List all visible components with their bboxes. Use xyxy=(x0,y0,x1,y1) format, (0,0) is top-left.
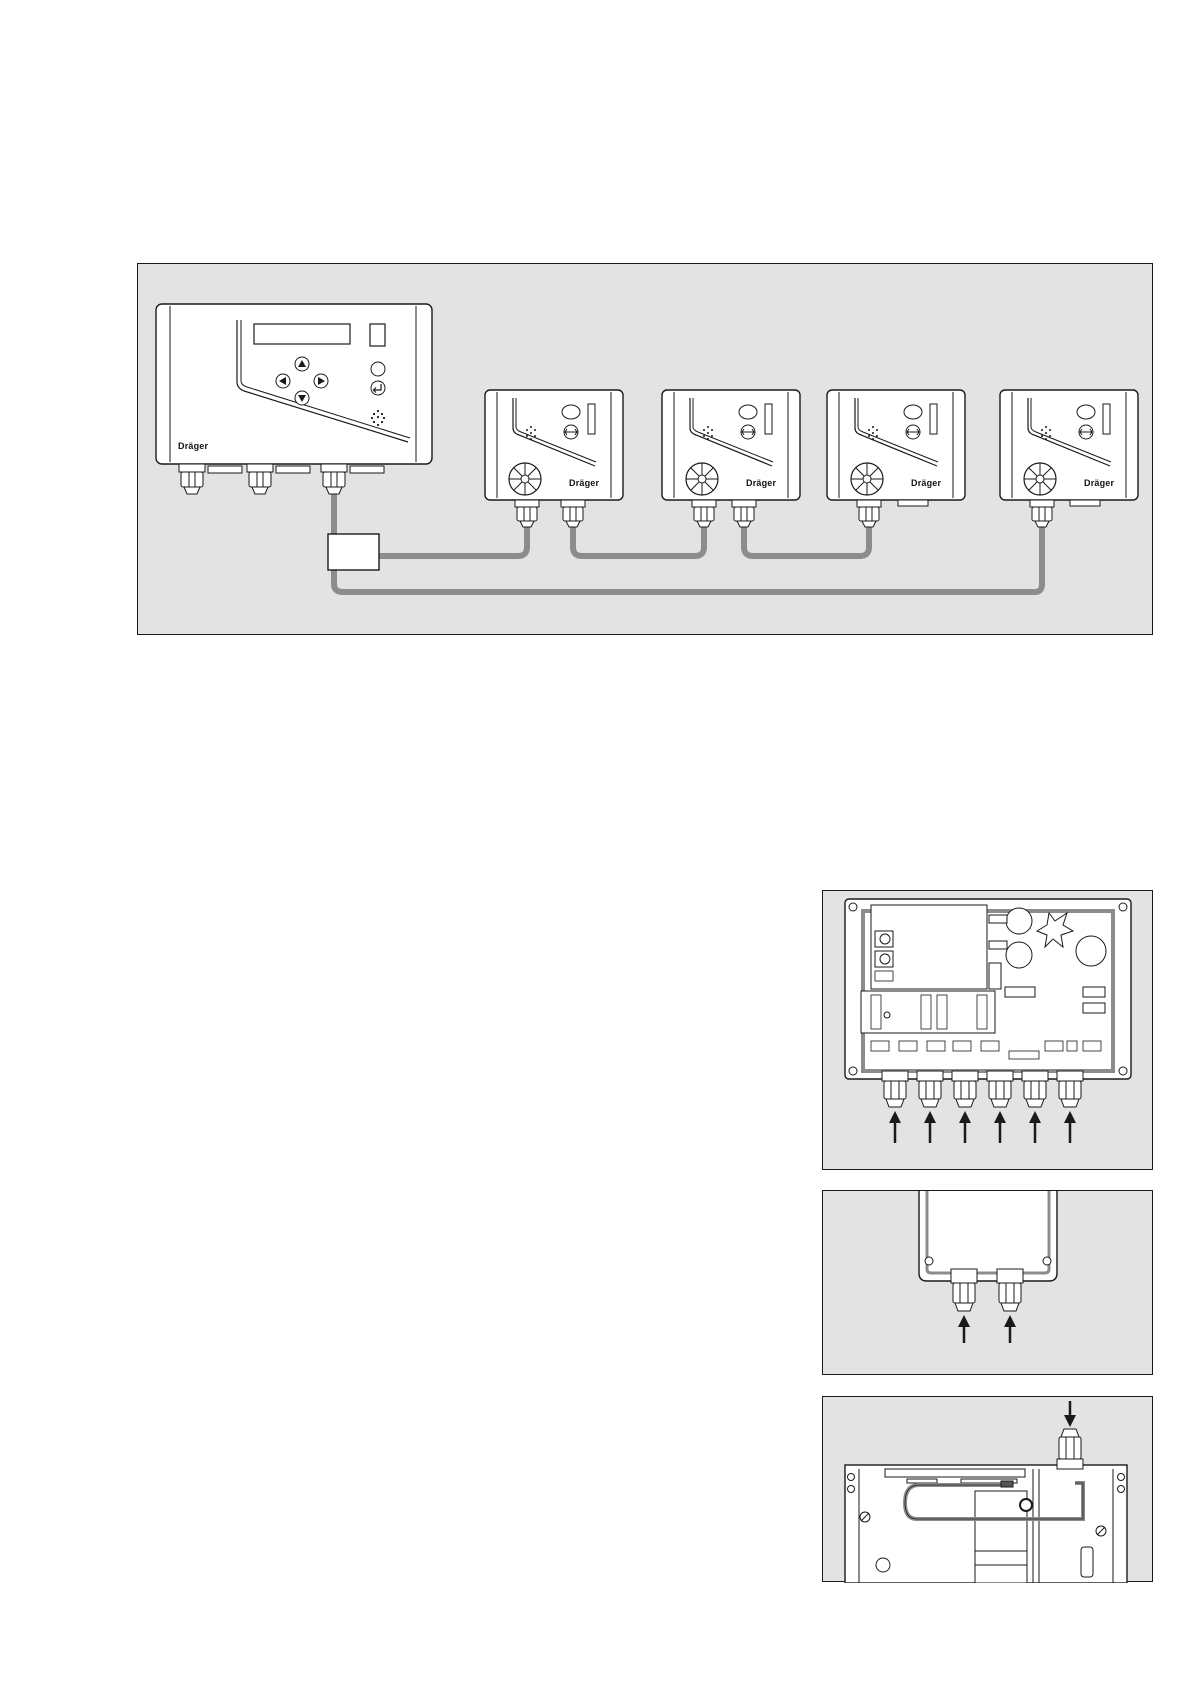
controller-board-figure xyxy=(822,890,1153,1170)
status-led xyxy=(370,324,385,346)
enter-key-icon xyxy=(371,381,385,395)
capacitor xyxy=(1006,942,1032,968)
controller-unit: Dräger xyxy=(156,304,432,494)
cable-gland xyxy=(882,1071,908,1107)
transmitter-1-brand-label: Dräger xyxy=(569,478,600,488)
cable-gland xyxy=(247,464,273,494)
transmitter-glands-figure xyxy=(822,1190,1153,1375)
controller-brand-label: Dräger xyxy=(178,441,209,451)
transmitter-4-brand-label: Dräger xyxy=(1084,478,1115,488)
cable-entry-figure xyxy=(822,1396,1153,1582)
transmitter-1-details: Dräger xyxy=(569,478,600,488)
cable-entry-svg xyxy=(823,1397,1154,1583)
blanking-plug xyxy=(1070,500,1100,506)
arrow-up-icon xyxy=(889,1111,901,1143)
controller-board-svg xyxy=(823,891,1154,1171)
junction-to-transmitter-1-cable xyxy=(359,504,527,556)
cable-gland xyxy=(1030,500,1054,527)
cable-gland xyxy=(1057,1429,1083,1469)
cable-gland xyxy=(997,1269,1023,1311)
transmitter-3 xyxy=(827,390,965,500)
transmitter-1-to-2-cable xyxy=(573,504,704,556)
cable-gland xyxy=(321,464,347,494)
cables xyxy=(334,492,1042,592)
controller-cable-glands xyxy=(179,464,347,494)
cable-connector xyxy=(1001,1481,1013,1487)
housing xyxy=(919,1191,1057,1281)
junction-to-transmitter-4-cable xyxy=(334,504,1042,592)
sensor-head-icon xyxy=(509,463,541,495)
transmitter-magnet-key-icon xyxy=(564,425,578,439)
arrow-up-icon xyxy=(958,1315,970,1343)
entry-arrows xyxy=(889,1111,1076,1143)
transmitter-glands-svg xyxy=(823,1191,1154,1376)
capacitor xyxy=(1076,936,1106,966)
transmitter-4 xyxy=(1000,390,1138,500)
junction-box xyxy=(328,534,379,570)
arrow-up-icon xyxy=(1004,1315,1016,1343)
cable-gland xyxy=(515,500,539,527)
cable-gland xyxy=(857,500,881,527)
cable-gland xyxy=(951,1269,977,1311)
controller-terminal-strip xyxy=(208,466,384,473)
transmitter-1 xyxy=(485,390,623,500)
transmitter-2-to-3-cable xyxy=(744,504,869,556)
blanking-plug xyxy=(898,500,928,506)
cable-gland xyxy=(692,500,716,527)
transmitter-3-brand-label: Dräger xyxy=(911,478,942,488)
capacitor xyxy=(1006,908,1032,934)
system-wiring-svg: Dräger xyxy=(138,264,1154,636)
escape-button-icon xyxy=(371,362,385,376)
display-screen xyxy=(254,324,350,344)
cable-gland xyxy=(561,500,585,527)
cable-gland xyxy=(732,500,756,527)
system-wiring-diagram: Dräger xyxy=(137,263,1153,635)
cable-gland xyxy=(179,464,205,494)
transmitter-2-brand-label: Dräger xyxy=(746,478,777,488)
transmitter-2 xyxy=(662,390,800,500)
arrow-down-icon xyxy=(1064,1401,1076,1427)
